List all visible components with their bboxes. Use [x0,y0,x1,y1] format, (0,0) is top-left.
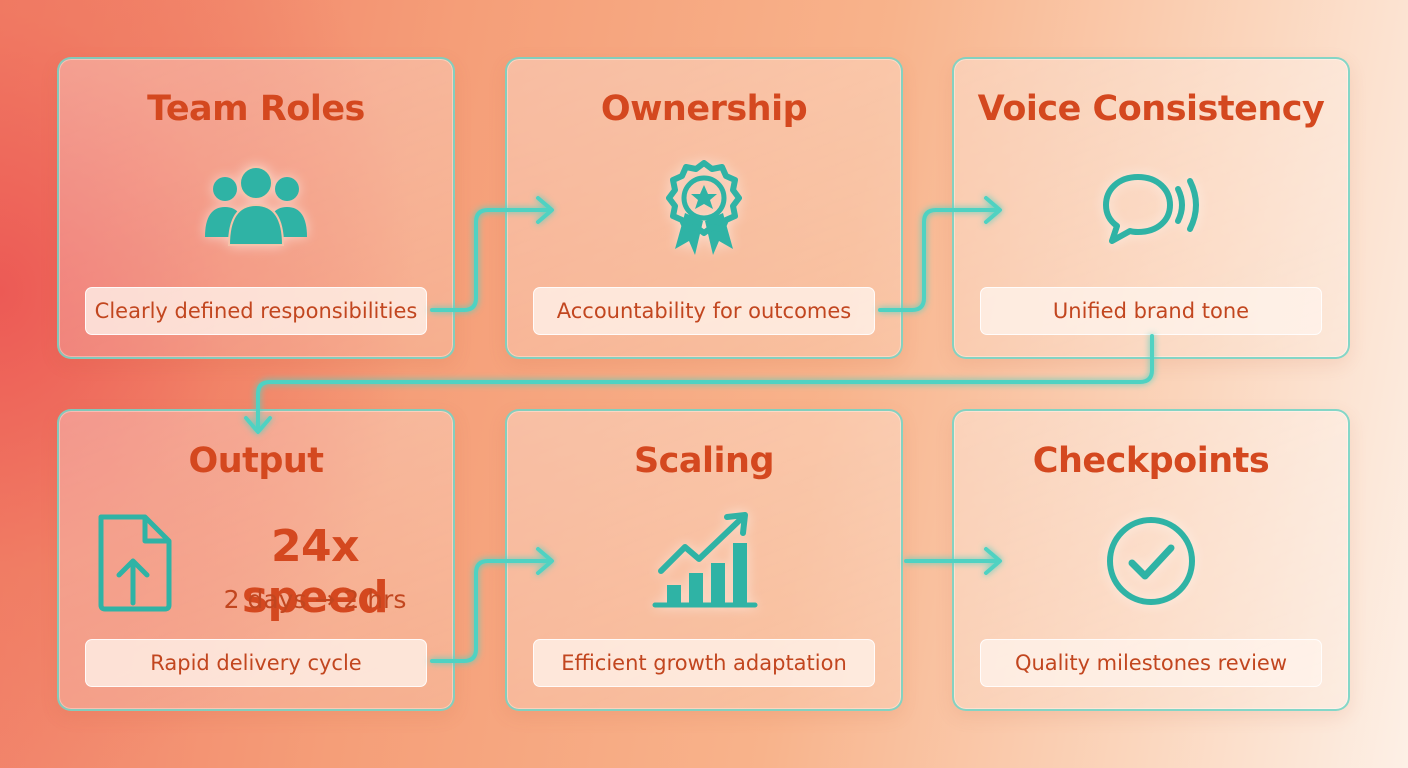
award-badge-icon [639,159,769,259]
card-label: Quality milestones review [980,639,1322,687]
card-title: Checkpoints [1032,441,1270,481]
file-upload-icon [89,511,179,619]
output-metric: 24x speed [241,521,389,623]
card-team-roles: Team Roles Clearly defined responsibilit… [57,57,455,359]
speech-bubble-sound-icon [1086,159,1216,259]
card-label: Clearly defined responsibilities [85,287,427,335]
check-circle-icon [1086,511,1216,611]
output-metric-sub: 2 days → 2 hrs [223,585,407,614]
card-title: Voice Consistency [977,89,1325,129]
card-voice-consistency: Voice Consistency Unified brand tone [952,57,1350,359]
people-group-icon [191,159,321,259]
card-checkpoints: Checkpoints Quality milestones review [952,409,1350,711]
card-title: Ownership [600,89,808,129]
card-label: Rapid delivery cycle [85,639,427,687]
card-title: Team Roles [147,89,365,129]
card-ownership: Ownership Accountability for outcomes [505,57,903,359]
card-label: Unified brand tone [980,287,1322,335]
card-output: Output 24x speed 2 days → 2 hrs Rapid de… [57,409,455,711]
card-title: Output [188,441,324,481]
card-label: Accountability for outcomes [533,287,875,335]
growth-chart-icon [639,511,769,611]
card-label: Efficient growth adaptation [533,639,875,687]
card-scaling: Scaling Efficient growth adaptation [505,409,903,711]
card-title: Scaling [633,441,775,481]
